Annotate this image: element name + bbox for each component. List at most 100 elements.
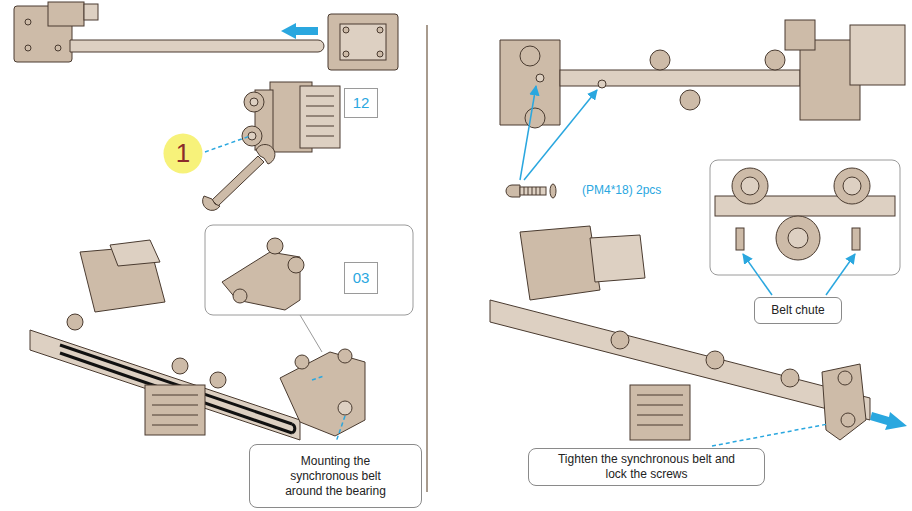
- callout-number: 1: [163, 133, 203, 174]
- screw: [25, 45, 31, 51]
- wheel: [520, 46, 540, 66]
- note-box: Mounting the synchronous belt around the…: [249, 444, 422, 508]
- screw-hole: [536, 74, 544, 82]
- leader-line: [336, 416, 345, 442]
- wrench-jaw: [203, 196, 220, 210]
- bracket: [822, 364, 866, 440]
- callout-number: 1: [176, 137, 190, 170]
- wheel: [172, 358, 188, 374]
- leader-line: [312, 376, 324, 380]
- wheel-hub: [788, 228, 808, 248]
- divider: [426, 25, 428, 492]
- screw: [343, 27, 349, 33]
- leader-line: [712, 424, 828, 446]
- direction-arrow: [281, 23, 318, 39]
- x-beam: [30, 330, 300, 440]
- bracket-detail: [222, 238, 304, 310]
- wheel: [834, 168, 870, 204]
- motor: [850, 25, 905, 85]
- wheel: [242, 126, 262, 146]
- belt-loop: [292, 424, 295, 433]
- wheel: [650, 50, 670, 70]
- direction-arrow: [870, 412, 907, 430]
- leader-arrow: [524, 90, 597, 180]
- heatsink: [300, 86, 340, 148]
- wheel: [781, 369, 799, 387]
- motor: [48, 2, 84, 26]
- wheel: [525, 108, 545, 128]
- note-box: Belt chute: [754, 297, 842, 324]
- inset-panel: [710, 160, 900, 275]
- wheel: [841, 413, 855, 427]
- note-text: Belt chute: [771, 303, 824, 318]
- wrench: [212, 156, 264, 206]
- parts: [14, 2, 905, 440]
- screw-head: [506, 185, 520, 197]
- hotend-detail: [340, 24, 386, 60]
- wheel: [67, 314, 83, 330]
- screw: [25, 19, 31, 25]
- wheel-hub: [248, 132, 256, 140]
- bracket: [280, 352, 365, 436]
- step-number: 12: [344, 88, 378, 118]
- motor-block: [520, 226, 600, 300]
- leader-arrow: [743, 254, 772, 295]
- screw: [343, 51, 349, 57]
- wheel: [732, 168, 768, 204]
- extruder: [110, 240, 160, 266]
- wheel: [776, 216, 820, 260]
- gear: [84, 4, 98, 20]
- wheel: [233, 289, 247, 303]
- note-text: Mounting the synchronous belt around the…: [274, 454, 398, 499]
- wheel-hub: [250, 98, 258, 106]
- leader-arrow: [826, 254, 855, 295]
- washer: [550, 184, 556, 198]
- wheel-hub: [843, 177, 861, 195]
- hotend: [630, 385, 690, 440]
- wheel: [295, 355, 309, 369]
- wheel: [706, 351, 724, 369]
- callout-line: [300, 315, 322, 352]
- wheel: [611, 331, 629, 349]
- wheel: [838, 371, 852, 385]
- hotend-grille: [152, 395, 198, 425]
- note-text: Tighten the synchronous belt and lock th…: [552, 452, 742, 482]
- wheel: [288, 257, 304, 273]
- extruder: [590, 235, 645, 282]
- wheel-hub: [741, 177, 759, 195]
- screw-shaft: [520, 187, 546, 195]
- bearing: [338, 401, 352, 415]
- leader-line: [205, 136, 250, 152]
- extruder: [785, 20, 815, 50]
- callout-panel: [205, 225, 413, 315]
- screw: [377, 27, 383, 33]
- screw-hole: [598, 80, 606, 88]
- belt-chute: [852, 228, 860, 250]
- thread: [524, 187, 540, 195]
- part-spec: (PM4*18) 2pcs: [580, 183, 663, 197]
- wheel: [210, 372, 226, 388]
- x-beam: [70, 40, 324, 52]
- screw: [377, 51, 383, 57]
- wheel: [338, 349, 352, 363]
- x-beam: [560, 70, 800, 86]
- hotend: [145, 385, 205, 435]
- note-box: Tighten the synchronous belt and lock th…: [528, 448, 765, 486]
- fins: [306, 96, 334, 136]
- step-number: 12: [353, 94, 370, 113]
- wheel: [267, 238, 283, 254]
- wheel: [765, 50, 785, 70]
- screw: [55, 45, 61, 51]
- hotend-plate: [328, 14, 398, 70]
- step-number: 03: [353, 269, 370, 288]
- belt-chute: [736, 228, 744, 250]
- wrench-jaw: [256, 144, 275, 164]
- hotend-grille: [637, 395, 683, 425]
- wheel: [680, 90, 700, 110]
- bracket: [222, 252, 300, 310]
- step-number: 03: [344, 262, 378, 294]
- callout-circle-fill: [164, 134, 203, 174]
- leader-arrow: [520, 86, 536, 180]
